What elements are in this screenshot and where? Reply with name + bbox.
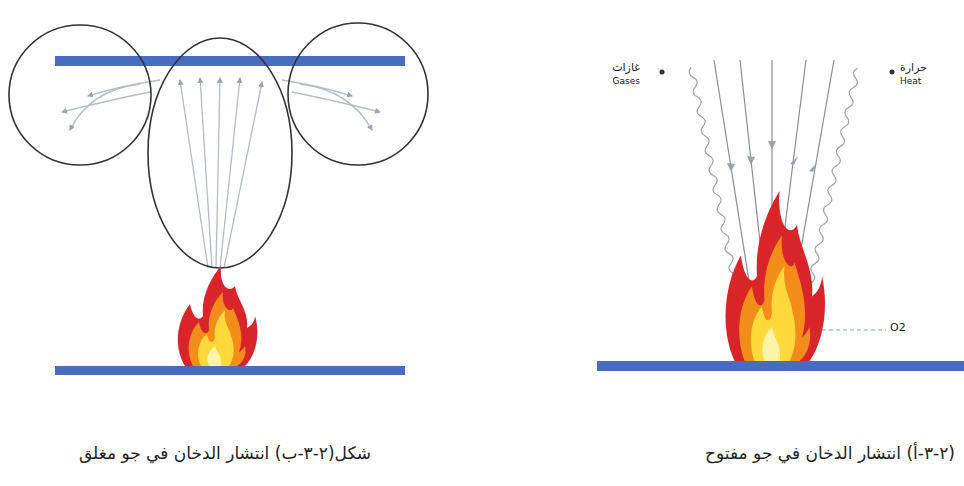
figure-caption: شكل(٢-٣-ب) انتشار الدخان في جو مغلق: [79, 444, 371, 464]
gas-label: غازات: [612, 62, 640, 75]
heat-label: Heat: [900, 76, 921, 86]
smoke-circles: [9, 23, 428, 268]
floor-bar: [55, 366, 405, 375]
gas-dot: [660, 70, 665, 75]
figure-caption: (٢-٣-أ) انتشار الدخان في جو مفتوح: [705, 444, 955, 464]
fire-icon: [726, 191, 825, 361]
gas-arrowheads: [727, 141, 817, 172]
floor-bar: [597, 361, 964, 371]
oxygen-line: [822, 329, 886, 330]
ceiling-bar: [55, 56, 405, 66]
heat-dot: [890, 70, 895, 75]
fire-icon: [178, 266, 258, 366]
heat-label: حرارة: [900, 62, 927, 75]
gas-label: Gases: [613, 76, 640, 86]
oxygen-label: O2: [890, 322, 906, 335]
smoke-arrows: [62, 78, 380, 268]
